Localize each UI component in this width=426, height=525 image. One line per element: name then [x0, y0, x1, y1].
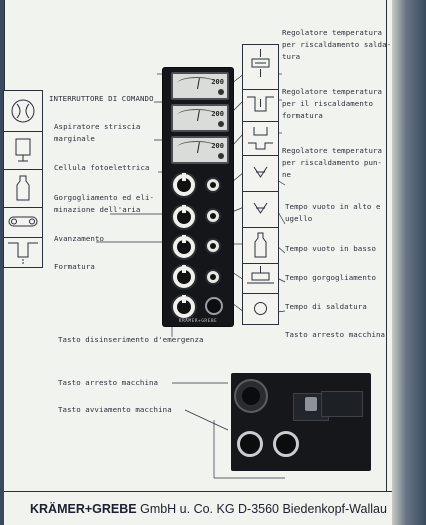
forming-heater-icon: [243, 89, 278, 122]
timer-knob-vuoto-basso[interactable]: [205, 208, 221, 224]
company-suffix: GmbH u. Co. KG: [136, 502, 235, 516]
indicator-plate: [321, 391, 363, 417]
temperature-meter-2: 200: [171, 104, 229, 132]
company-name: KRÄMER+GREBE: [30, 502, 137, 516]
control-panel: 200 200 200 KRÄMER+GREBE: [163, 68, 233, 326]
label-formatura: Formatura: [54, 262, 95, 271]
left-margin-rule: [4, 0, 5, 90]
panel-brand: KRÄMER+GREBE: [178, 319, 218, 324]
label-cellula: Cellula fotoelettrica: [54, 163, 150, 172]
start-button[interactable]: [237, 431, 263, 457]
timer-knob-vuoto-alto[interactable]: [205, 177, 221, 193]
label-avviamento-macchina: Tasto avviamento macchina: [58, 405, 172, 414]
forming-icon: [4, 237, 42, 267]
bottle-icon-right: [243, 227, 278, 264]
toggle-switch[interactable]: [305, 397, 317, 411]
right-margin-rule: [386, 0, 387, 492]
punch-heater-icon: [243, 121, 278, 156]
meter-3-value: 200: [211, 142, 224, 150]
page-edge-shadow: [392, 0, 426, 525]
meter-2-value: 200: [211, 110, 224, 118]
label-gorgogliamento-eliminazione: Gorgogliamento ed eli-minazione dell'ari…: [54, 193, 155, 214]
fan-icon: [4, 91, 42, 132]
footer-rule: [4, 491, 392, 492]
stop-circle-icon: [243, 293, 278, 324]
label-tempo-gorgogliamento: Tempo gorgogliamento: [285, 273, 376, 282]
label-tempo-vuoto-basso: Tempo vuoto in basso: [285, 244, 376, 253]
heater-icon: [243, 45, 278, 90]
footer-address: D-3560 Biedenkopf-Wallau: [238, 502, 387, 516]
label-avanzamento: Avanzamento: [54, 234, 105, 243]
photocell-icon: [4, 131, 42, 170]
timer-knob-gorgogliamento[interactable]: [205, 238, 221, 254]
right-symbol-column: [242, 44, 279, 325]
label-arresto-macchina: Tasto arresto macchina: [58, 378, 159, 387]
conveyor-icon: [4, 207, 42, 238]
label-disinserimento-emergenza: Tasto disinserimento d'emergenza: [58, 335, 204, 344]
rotary-switch-formatura[interactable]: [171, 234, 197, 260]
timer-knob-saldatura[interactable]: [205, 269, 221, 285]
left-symbol-column: [3, 90, 43, 268]
footer-company: KRÄMER+GREBE GmbH u. Co. KG: [30, 502, 235, 516]
temperature-meter-1: 200: [171, 72, 229, 100]
label-tasto-arresto: Tasto arresto macchina: [285, 330, 386, 339]
rotary-switch-gorgogliamento[interactable]: [171, 172, 197, 198]
vacuum-down-icon: [243, 191, 278, 228]
label-interruttore: INTERRUTTORE DI COMANDO: [49, 94, 154, 103]
rotary-switch-emergenza[interactable]: [171, 294, 197, 320]
stop-button[interactable]: [205, 297, 223, 315]
start-stop-panel: [231, 373, 371, 471]
bottle-icon: [4, 169, 42, 208]
stop-button-secondary[interactable]: [273, 431, 299, 457]
temperature-meter-3: 200: [171, 136, 229, 164]
label-tempo-saldatura: Tempo di saldatura: [285, 302, 367, 311]
rotary-switch-avanzamento[interactable]: [171, 204, 197, 230]
rotary-switch-saldatura[interactable]: [171, 264, 197, 290]
main-rotary-knob[interactable]: [234, 379, 268, 413]
meter-1-value: 200: [211, 78, 224, 86]
sealing-icon: [243, 263, 278, 294]
vacuum-up-icon: [243, 155, 278, 192]
